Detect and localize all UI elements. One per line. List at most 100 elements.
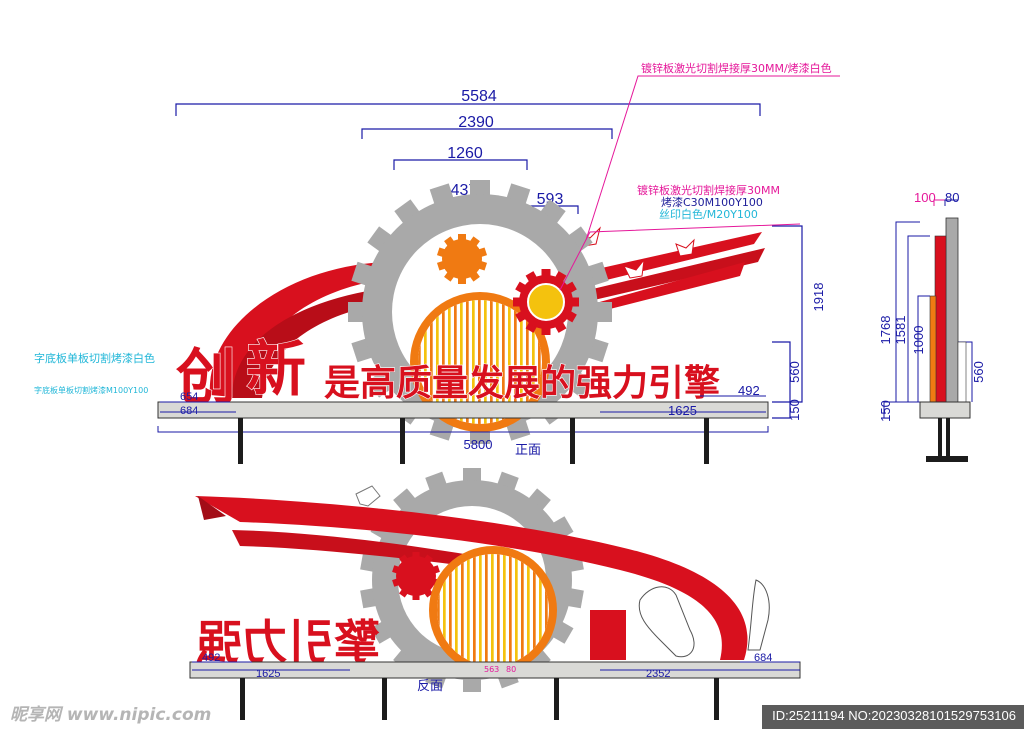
disc-bar [527, 554, 530, 666]
disc-bar [455, 554, 458, 666]
gear-tooth [567, 372, 593, 398]
gear-tooth [348, 302, 364, 322]
disc-bar [472, 300, 475, 424]
disc-bar [491, 554, 494, 666]
gear-tooth [567, 226, 593, 252]
gear-tooth [444, 271, 455, 282]
gear-tooth [463, 678, 481, 692]
disc-bar [430, 300, 433, 424]
gear-tooth [423, 554, 433, 564]
gear-tooth [367, 226, 393, 252]
back-white-char-2 [747, 579, 770, 651]
gear-tooth [399, 588, 409, 598]
gear-tooth [470, 180, 490, 196]
back-base-dimensions [192, 661, 800, 671]
gear-tooth [458, 234, 466, 241]
disc-bar [526, 300, 529, 424]
back-legs [240, 678, 719, 720]
disc-bar [436, 300, 439, 424]
front-base-dimensions [157, 395, 769, 433]
gear-tooth [360, 551, 378, 572]
disc-bar [460, 300, 463, 424]
watermark-site: 昵享网 www.nipic.com [10, 705, 212, 725]
gear-tooth [367, 372, 393, 398]
dim-2390: 2390 [458, 114, 494, 131]
back-dim-2352: 2352 [646, 668, 670, 680]
disc-bar [479, 554, 482, 666]
back-dim-1625: 1625 [256, 668, 280, 680]
gear-tooth [360, 588, 378, 609]
side-dim-560: 560 [971, 361, 986, 383]
front-orange-gear [436, 234, 488, 284]
dim-492: 492 [738, 383, 760, 398]
side-view: 100 80 1768 1581 1000 560 150 [878, 190, 986, 462]
dim-5584: 5584 [461, 88, 497, 105]
front-base [157, 401, 769, 419]
gear-tooth [463, 468, 481, 482]
leader-line-top [585, 75, 840, 241]
disc-bar [539, 554, 542, 666]
disc-bar [532, 300, 535, 424]
front-right-dimensions [772, 225, 803, 419]
front-red-gear [513, 269, 579, 335]
dim-1918: 1918 [811, 283, 826, 312]
disc-bar [467, 554, 470, 666]
gear-tooth [540, 199, 566, 225]
disc-bar [473, 554, 476, 666]
note-top: 镀锌板激光切割焊接厚30MM/烤漆白色 [641, 61, 832, 75]
back-dim-684: 684 [754, 652, 772, 664]
gear-tooth [412, 552, 420, 558]
gear-tooth [541, 327, 551, 335]
gear-tooth [566, 588, 584, 609]
dove-icon [623, 258, 645, 279]
disc-bar [533, 554, 536, 666]
back-dim-80: 80 [506, 665, 516, 674]
dim-593: 593 [537, 191, 564, 208]
front-slogan: 是高质量发展的强力引擎 [324, 363, 720, 404]
dim-1260: 1260 [447, 145, 483, 162]
disc-bar [484, 300, 487, 424]
disc-bar [502, 300, 505, 424]
front-legs [238, 418, 709, 464]
dim-1625: 1625 [668, 403, 697, 418]
disc-bar [442, 300, 445, 424]
back-view: 擎引力强 492 1625 2352 684 563 80 反面 [189, 468, 801, 720]
dim-654: 654 [180, 391, 198, 403]
front-view: 5584 2390 1260 437 593 1918 560 150 [157, 88, 826, 464]
gear-tooth [469, 271, 480, 282]
gear-tooth [399, 554, 409, 564]
side-dim-1581: 1581 [893, 316, 908, 345]
back-dim-492: 492 [202, 652, 220, 664]
front-char-xin: 新 [246, 335, 306, 405]
front-view-label: 正面 [515, 443, 541, 458]
disc-bar [508, 300, 511, 424]
gear-tooth [552, 516, 574, 539]
back-white-char [638, 586, 695, 658]
gear-tooth [469, 236, 480, 247]
gear-tooth [370, 621, 392, 644]
gear-tooth [513, 297, 521, 307]
note-left-1: 字底板单板切割烤漆白色 [34, 351, 155, 365]
gear-tooth [541, 269, 551, 277]
disc-bar [449, 554, 452, 666]
disc-bar [485, 554, 488, 666]
dove-icon [675, 238, 695, 257]
back-dim-563: 563 [484, 665, 499, 674]
disc-bar [520, 300, 523, 424]
side-dim-1768: 1768 [878, 316, 893, 345]
gear-tooth [394, 199, 420, 225]
gear-tooth [458, 277, 466, 284]
front-center-disc [410, 292, 550, 432]
disc-bar [448, 300, 451, 424]
disc-bar [503, 554, 506, 666]
note-left-2: 字底板单板切割烤漆M100Y100 [34, 385, 148, 395]
side-dim-80: 80 [945, 190, 959, 205]
disc-bar [454, 300, 457, 424]
annotations: 镀锌板激光切割焊接厚30MM/烤漆白色 镀锌板激光切割焊接厚30MM 烤漆C30… [34, 61, 840, 395]
dim-560: 560 [787, 361, 802, 383]
dim-684: 684 [180, 405, 198, 417]
disc-bar [466, 300, 469, 424]
gear-tooth [412, 594, 420, 600]
gear-tooth [571, 297, 579, 307]
